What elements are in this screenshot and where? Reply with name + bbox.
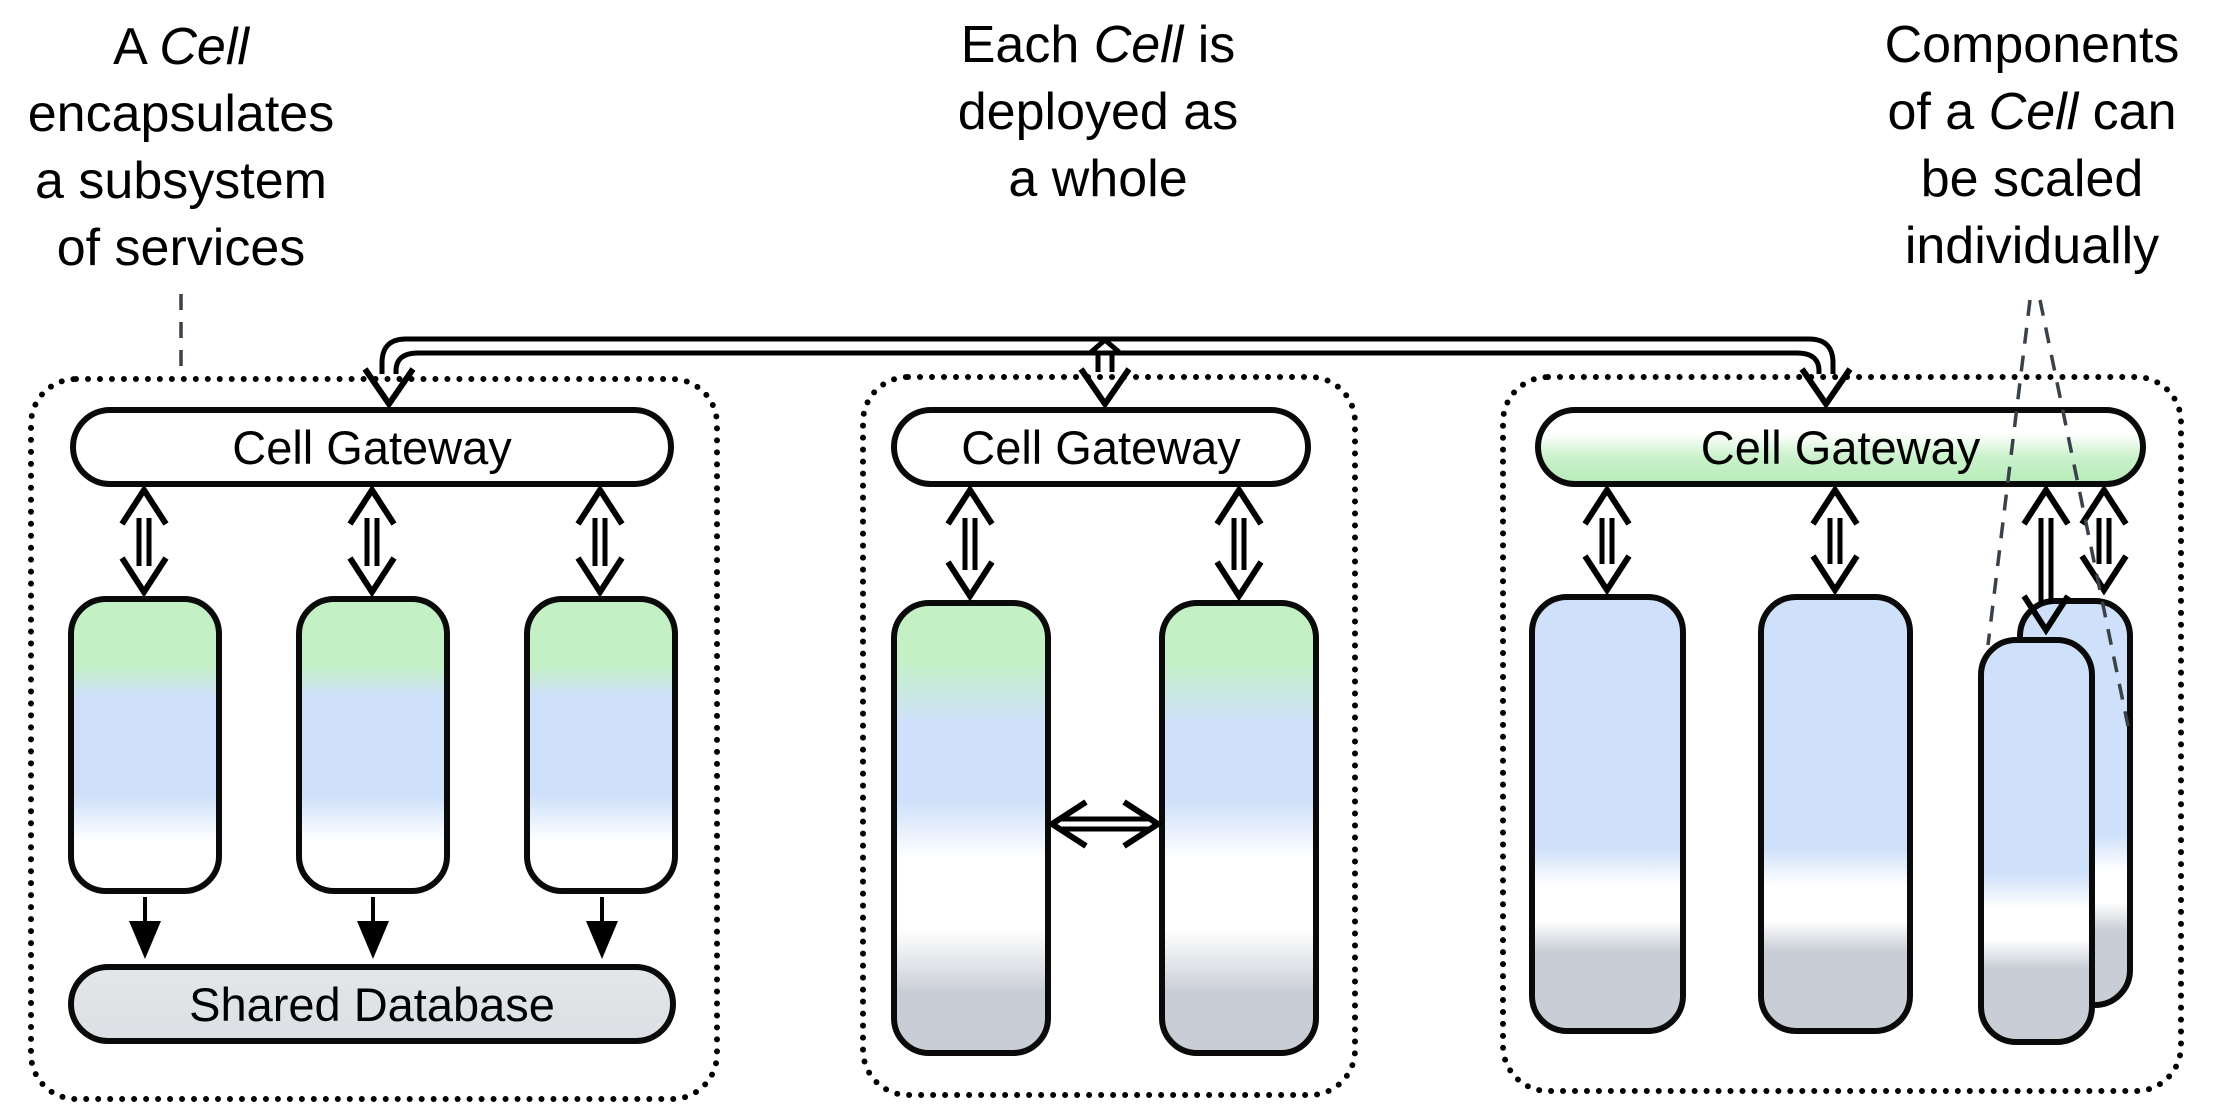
cell-gateway-label: Cell Gateway — [232, 420, 512, 474]
service-box — [1159, 600, 1319, 1056]
ingress-connector-line — [379, 336, 1836, 374]
annotation-line: A Cell — [113, 18, 249, 76]
cell-gateway-label: Cell Gateway — [1700, 420, 1981, 474]
cell-gateway-middle: Cell Gateway — [891, 407, 1311, 487]
cell-gateway-label: Cell Gateway — [961, 420, 1241, 474]
cell-gateway-right: Cell Gateway — [1535, 407, 2146, 487]
annotation-components-scaled: Components of a Cell can be scaled indiv… — [1832, 12, 2214, 280]
annotation-cell-deployed: Each Cell is deployed as a whole — [898, 12, 1298, 213]
service-box — [296, 596, 450, 894]
annotation-line: of services — [56, 219, 306, 277]
annotation-line: encapsulates — [27, 85, 335, 143]
shared-database: Shared Database — [68, 964, 676, 1044]
service-box-scaled-replica-front — [1978, 637, 2095, 1045]
service-box — [891, 600, 1051, 1056]
annotation-line: Components — [1884, 16, 2180, 74]
annotation-line: of a Cell can — [1887, 83, 2177, 141]
annotation-line: individually — [1904, 217, 2160, 275]
annotation-line: deployed as — [957, 83, 1239, 141]
service-box — [1758, 594, 1913, 1034]
cell-gateway-left: Cell Gateway — [70, 407, 674, 487]
annotation-cell-encapsulates: A Cell encapsulates a subsystem of servi… — [0, 14, 362, 282]
service-box — [524, 596, 678, 894]
annotation-line: Each Cell is — [960, 16, 1236, 74]
annotation-line: a whole — [1008, 150, 1188, 208]
shared-database-label: Shared Database — [189, 977, 555, 1031]
service-box — [68, 596, 222, 894]
annotation-line: be scaled — [1920, 150, 2144, 208]
service-box — [1529, 594, 1686, 1034]
annotation-line: a subsystem — [35, 152, 327, 210]
